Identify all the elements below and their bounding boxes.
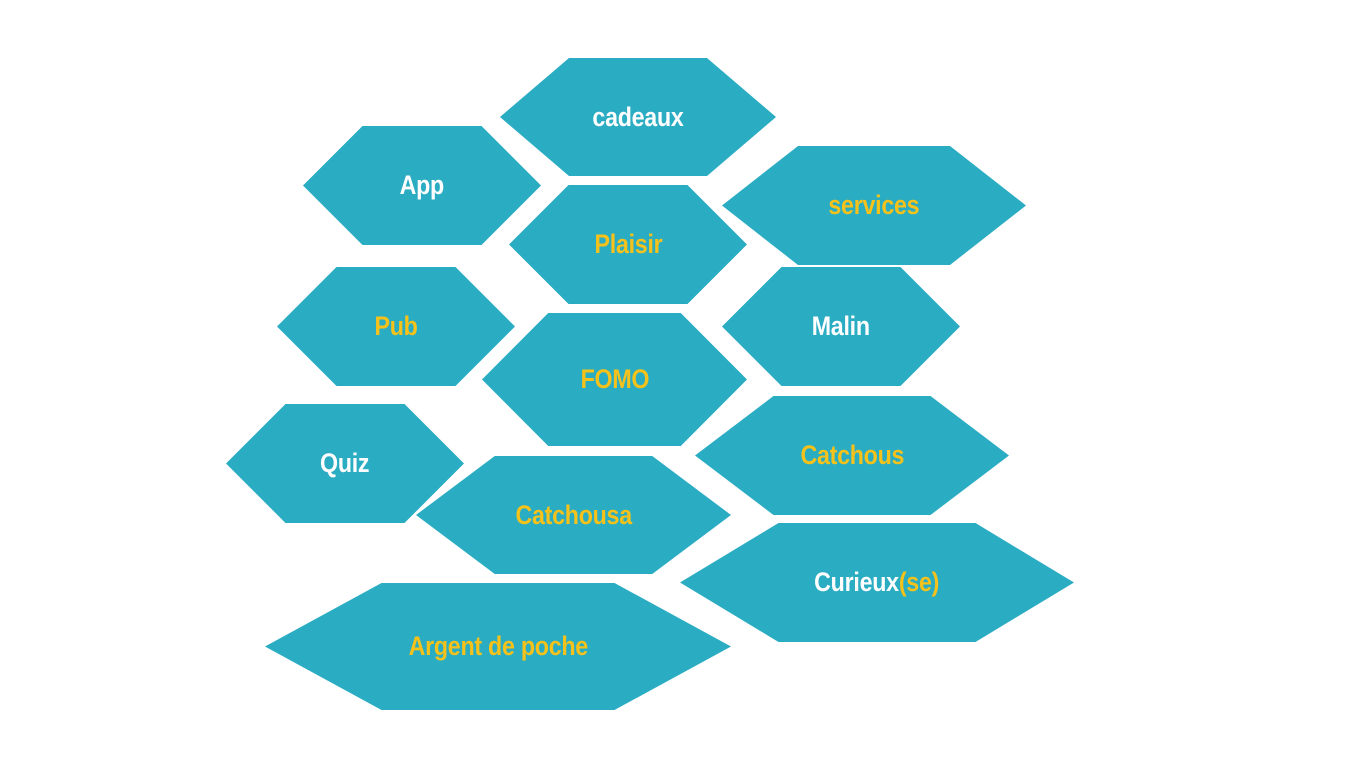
hexagon-text-services-0: services <box>828 190 920 220</box>
hexagon-label-app: App <box>399 170 445 201</box>
hexagon-text-fomo-0: FOMO <box>580 364 649 394</box>
hexagon-label-pub: Pub <box>374 311 417 342</box>
hexagon-malin: Malin <box>722 267 960 386</box>
hexagon-text-curieux-1: (se) <box>899 567 940 597</box>
hexagon-label-quiz: Quiz <box>320 448 370 479</box>
hexagon-plaisir: Plaisir <box>509 185 747 304</box>
hexagon-label-argent: Argent de poche <box>408 631 588 662</box>
hexagon-catchousa: Catchousa <box>416 456 731 574</box>
hexagon-catchous: Catchous <box>695 396 1009 515</box>
hexagon-label-plaisir: Plaisir <box>594 229 662 260</box>
hexagon-text-app-0: App <box>399 170 445 200</box>
hexagon-label-cadeaux: cadeaux <box>592 102 683 133</box>
hexagon-text-quiz-0: Quiz <box>320 448 370 478</box>
hexagon-pub: Pub <box>277 267 515 386</box>
hexagon-text-argent-0: Argent de poche <box>408 631 588 661</box>
hexagon-label-catchousa: Catchousa <box>515 499 632 531</box>
hexagon-text-cadeaux-0: cadeaux <box>592 101 684 132</box>
hexagon-text-malin-0: Malin <box>811 311 871 341</box>
hexagon-cadeaux: cadeaux <box>500 58 776 176</box>
hexagon-text-pub-0: Pub <box>374 311 418 341</box>
hexagon-curieux: Curieux(se) <box>680 523 1074 642</box>
hexagon-app: App <box>303 126 541 245</box>
hexagon-label-malin: Malin <box>812 311 870 342</box>
hexagon-argent: Argent de poche <box>265 583 731 710</box>
hexagon-text-curieux-0: Curieux <box>814 567 900 597</box>
hexagon-text-plaisir-0: Plaisir <box>594 229 662 259</box>
hexagon-quiz: Quiz <box>226 404 464 523</box>
hexagon-text-catchous-0: Catchous <box>800 440 904 470</box>
hexagon-fomo: FOMO <box>482 313 747 446</box>
hexagon-services: services <box>722 146 1026 265</box>
hexagon-label-catchous: Catchous <box>800 440 904 471</box>
hexagon-label-curieux: Curieux(se) <box>815 567 940 598</box>
hexagon-text-catchousa-0: Catchousa <box>515 499 632 530</box>
hexagon-label-fomo: FOMO <box>580 364 649 395</box>
hexagon-label-services: services <box>829 190 920 221</box>
